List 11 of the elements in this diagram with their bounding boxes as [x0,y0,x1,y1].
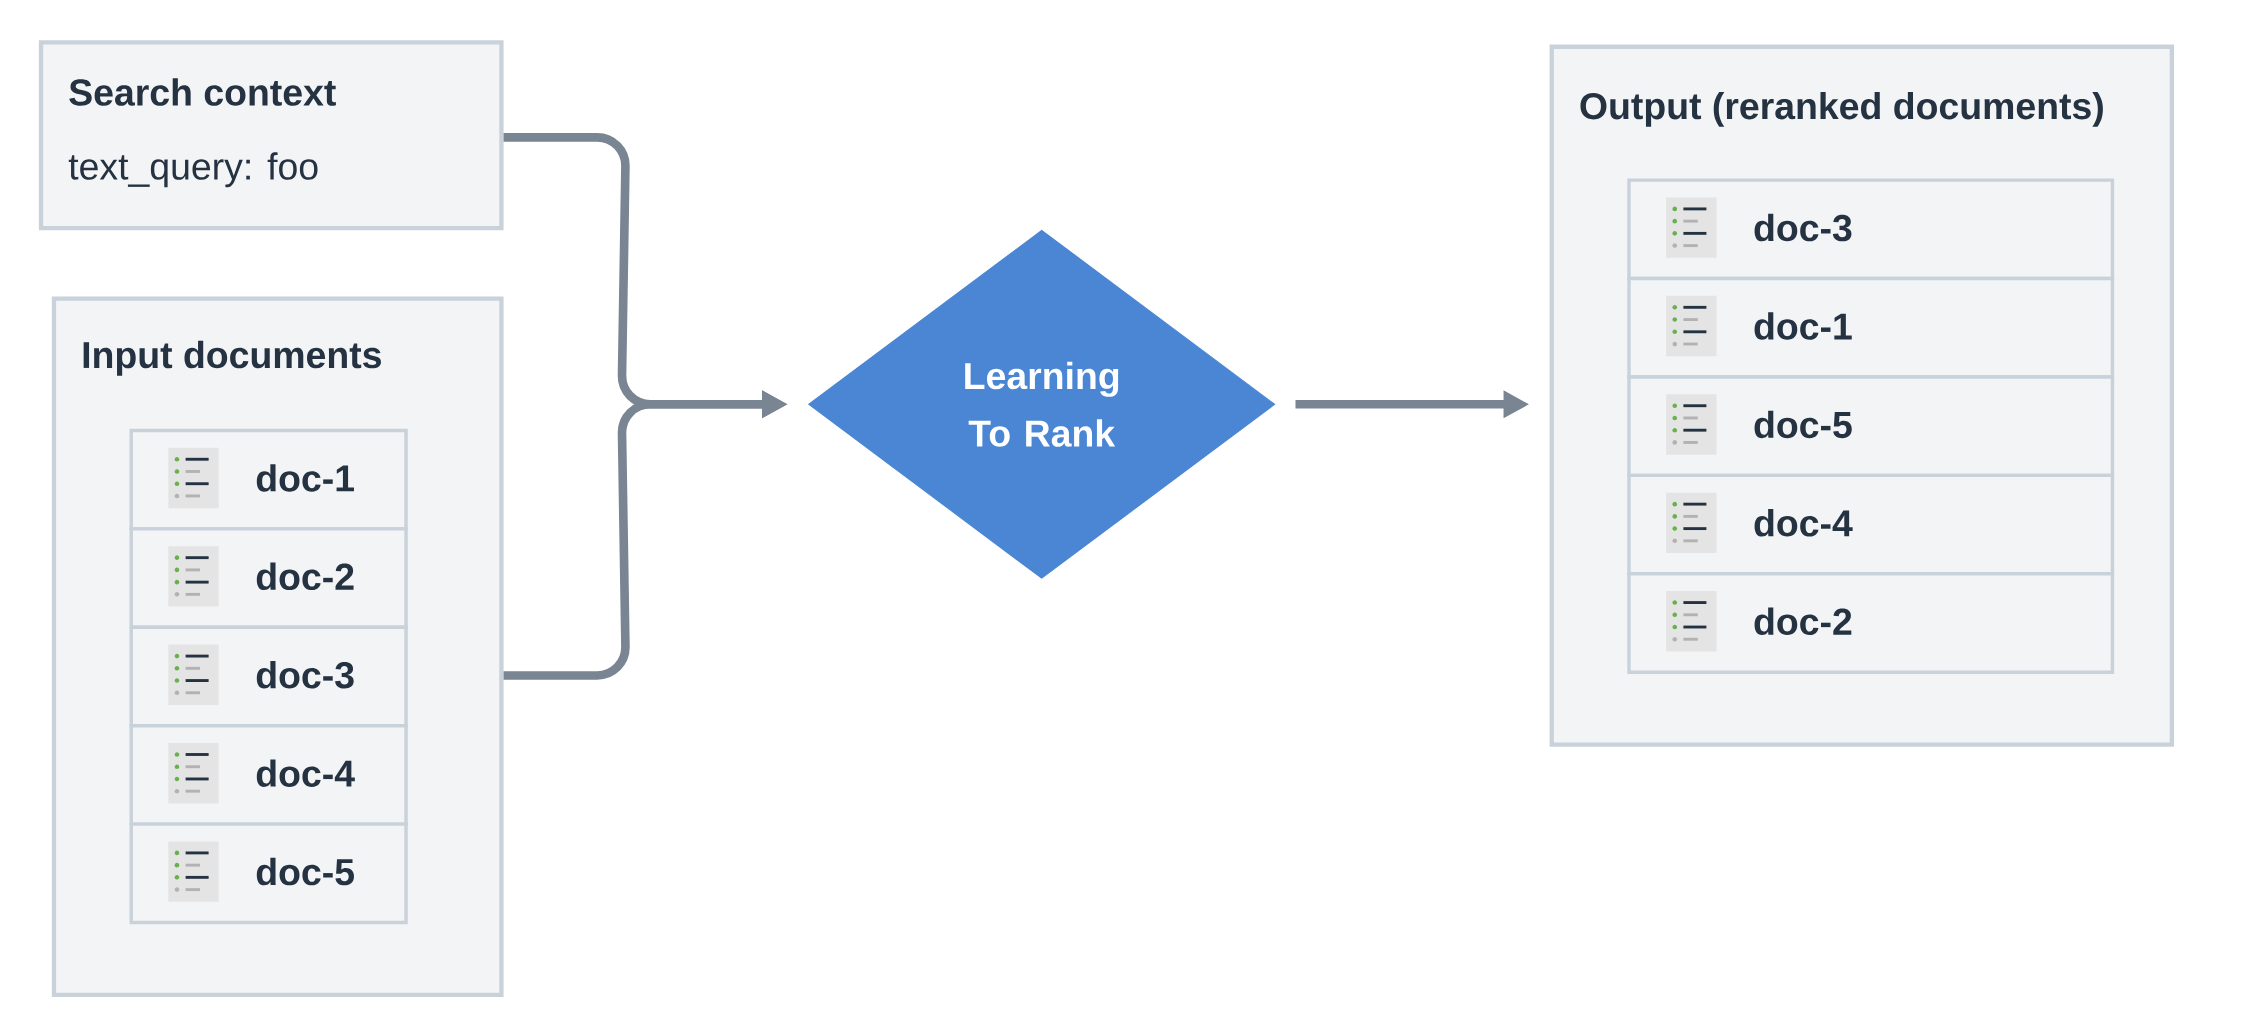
document-row: doc-1 [1627,276,2115,379]
document-row: doc-5 [129,822,408,925]
document-row: doc-2 [1627,571,2115,674]
document-row: doc-4 [129,723,408,826]
document-row: doc-3 [1627,178,2115,281]
panel-box: Search context text_query: foo [38,40,504,230]
document-row: doc-4 [1627,473,2115,576]
document-row: doc-5 [1627,375,2115,477]
document-row: doc-3 [129,625,408,728]
document-row: doc-1 [129,428,408,531]
document-row: doc-2 [129,526,408,629]
